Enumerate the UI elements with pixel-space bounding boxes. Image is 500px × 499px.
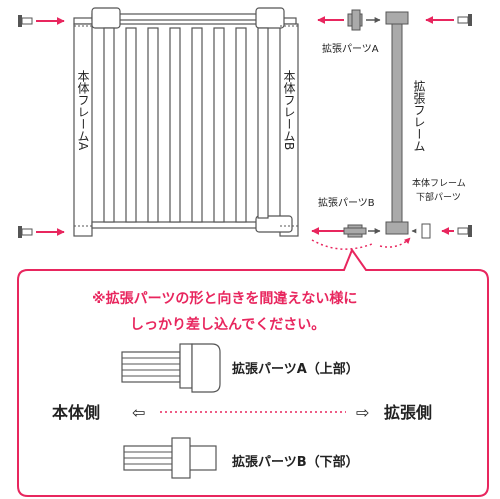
callout-dotted-right xyxy=(379,237,411,248)
notice-line-2: しっかり差し込んでください。 xyxy=(130,316,325,333)
arrow-right-glyph: ⇨ xyxy=(356,403,369,422)
label-frame-a: 本体フレームA xyxy=(76,70,90,151)
bolt-bottom-right xyxy=(457,225,472,237)
gate-bars xyxy=(103,27,269,223)
extension-frame xyxy=(385,11,409,235)
callout-dotted-left xyxy=(311,239,373,250)
part-a-small xyxy=(347,9,363,31)
hinge-top-left xyxy=(91,7,121,29)
gate-bottom-rail xyxy=(91,221,281,229)
part-b-large xyxy=(123,437,217,479)
notice-panel xyxy=(17,247,489,497)
arrow-left-glyph: ⇦ xyxy=(132,403,145,422)
label-bottom-part-1: 本体フレーム xyxy=(412,177,466,189)
label-part-b-top: 拡張パーツB xyxy=(318,196,375,209)
main-gate xyxy=(73,7,299,237)
left-bolts xyxy=(18,15,65,238)
legend-part-a: 拡張パーツA（上部） xyxy=(232,361,359,377)
bottom-part-icon xyxy=(421,223,431,239)
label-bottom-part-2: 下部パーツ xyxy=(416,191,461,203)
label-frame-b: 本体フレームB xyxy=(282,70,296,151)
bolt-top-left xyxy=(18,15,33,27)
frame-a xyxy=(73,23,93,237)
label-part-a-top: 拡張パーツA xyxy=(322,42,379,55)
part-a-large xyxy=(121,343,221,393)
frame-b xyxy=(279,23,299,237)
latch-bottom xyxy=(255,215,293,233)
notice-line-1: ※拡張パーツの形と向きを間違えない様に xyxy=(92,290,357,307)
hinge-top-right xyxy=(255,7,285,29)
label-ext-side: 拡張側 xyxy=(384,403,432,422)
bolt-top-right xyxy=(457,14,472,26)
label-ext-frame: 拡張フレーム xyxy=(412,80,426,152)
part-b-small xyxy=(343,224,367,238)
legend-part-b: 拡張パーツB（下部） xyxy=(232,454,359,470)
label-body-side: 本体側 xyxy=(52,403,100,422)
bolt-bottom-left xyxy=(18,226,33,238)
